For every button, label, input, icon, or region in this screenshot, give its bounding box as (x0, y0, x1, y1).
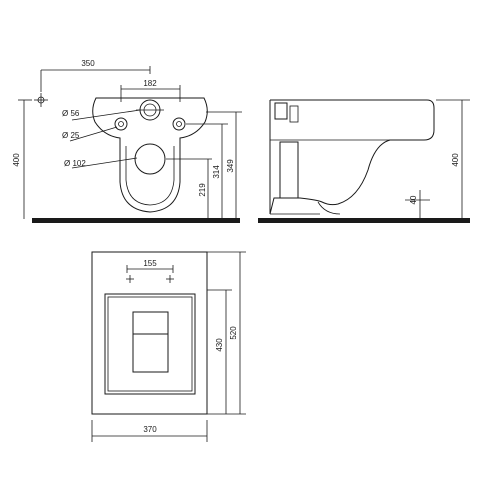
flush-plate (132, 311, 169, 373)
dim-25-label: Ø 25 (62, 131, 80, 140)
dim-400-side-label: 400 (451, 153, 460, 167)
leader-102 (71, 157, 138, 169)
bolt-hole-right-icon (172, 117, 186, 131)
waste-outlet-icon (134, 143, 166, 175)
dim-350-label: 350 (81, 59, 95, 68)
front-floor-line (32, 218, 240, 223)
center-mark-icon (34, 93, 48, 107)
leader-25 (69, 126, 118, 142)
dim-155: 155 (126, 259, 174, 273)
dim-314: 314 (186, 123, 228, 219)
dim-349-label: 349 (226, 159, 235, 173)
fixing-left-icon (126, 275, 134, 283)
dim-520-label: 520 (229, 326, 238, 340)
side-inlet-box (274, 102, 288, 120)
dim-430-label: 430 (215, 338, 224, 352)
bolt-hole-left-icon (114, 117, 128, 131)
dim-182-label: 182 (143, 79, 157, 88)
dim-56-label: Ø 56 (62, 109, 80, 118)
side-floor-line (258, 218, 470, 223)
frame-inner (104, 293, 196, 395)
leader-56 (71, 109, 141, 121)
dim-430: 430 (207, 289, 232, 414)
dim-314-label: 314 (212, 165, 221, 179)
dim-219-label: 219 (198, 183, 207, 197)
dim-349: 349 (206, 111, 242, 219)
dim-520: 520 (207, 251, 246, 415)
dim-182: 182 (120, 79, 181, 102)
dim-400-side: 400 (436, 99, 470, 219)
dim-40-label: 40 (409, 195, 418, 204)
bowl-front-outline (92, 97, 208, 213)
dim-370: 370 (91, 420, 208, 442)
dim-155-label: 155 (143, 259, 157, 268)
frame-inner-inset (107, 296, 193, 392)
dim-40: 40 (405, 190, 430, 219)
dim-219: 219 (166, 158, 212, 219)
bottom-view: 155 430 520 370 (91, 251, 246, 442)
dim-350: 350 (40, 59, 151, 92)
side-bracket-box (289, 105, 299, 123)
dim-370-label: 370 (143, 425, 157, 434)
side-waste-box (279, 141, 299, 199)
fixing-right-icon (166, 275, 174, 283)
front-view: 350 182 Ø 56 Ø 25 (12, 59, 242, 223)
frame-outer (91, 251, 208, 415)
bowl-inner-outline (125, 146, 175, 206)
side-view: 400 40 (258, 99, 470, 223)
dim-400-front: 400 (12, 99, 32, 219)
dim-102-label: Ø 102 (64, 159, 86, 168)
dim-400-front-label: 400 (12, 153, 21, 167)
bowl-side-profile (269, 99, 435, 215)
